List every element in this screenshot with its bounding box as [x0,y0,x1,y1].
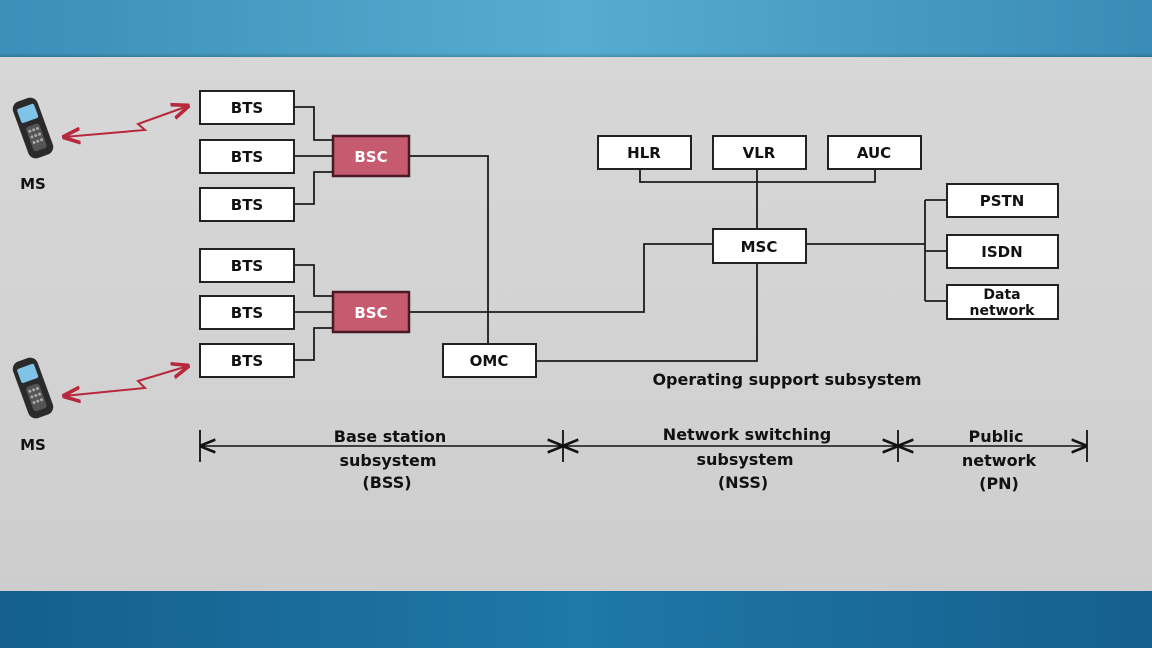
bts-node: BTS [199,295,295,330]
bsc-node: BSC [331,134,411,178]
svg-text:BTS: BTS [231,257,263,275]
svg-text:HLR: HLR [627,144,661,162]
svg-text:BTS: BTS [231,352,263,370]
svg-text:Data: Data [983,287,1020,303]
svg-text:BTS: BTS [231,99,263,117]
svg-text:AUC: AUC [857,144,891,162]
bottom-banner [0,591,1152,648]
auc-node: AUC [827,135,922,170]
svg-text:MSC: MSC [741,238,778,256]
ms-label: MS [20,175,46,193]
svg-text:(BSS): (BSS) [362,473,411,492]
msc-node: MSC [712,228,807,264]
mobile-phone-icon [12,97,54,159]
top-banner [0,0,1152,57]
svg-text:PSTN: PSTN [980,192,1025,210]
svg-text:(NSS): (NSS) [718,473,768,492]
svg-text:Network switching: Network switching [663,425,831,444]
bts-node: BTS [199,343,295,378]
svg-text:subsystem: subsystem [696,450,793,469]
svg-text:ISDN: ISDN [981,243,1022,261]
svg-text:BSC: BSC [354,304,387,322]
svg-text:subsystem: subsystem [339,451,436,470]
nss-caption: Network switching subsystem (NSS) [663,425,831,492]
svg-text:Base station: Base station [334,427,446,446]
svg-text:(PN): (PN) [979,474,1019,493]
svg-text:VLR: VLR [743,144,776,162]
bts-node: BTS [199,187,295,222]
svg-text:network: network [970,303,1036,319]
svg-text:BTS: BTS [231,148,263,166]
mobile-phone-icon [12,357,54,419]
omc-node: OMC [442,343,537,378]
bts-node: BTS [199,248,295,283]
pn-caption: Public network (PN) [962,427,1037,493]
svg-text:BSC: BSC [354,148,387,166]
bts-node: BTS [199,90,295,125]
connection-lines [294,106,947,362]
bts-node: BTS [199,139,295,174]
svg-text:BTS: BTS [231,304,263,322]
ms-label: MS [20,436,46,454]
hlr-node: HLR [597,135,692,170]
oss-label: Operating support subsystem [652,370,921,389]
svg-text:Public: Public [968,427,1023,446]
data-network-node: Data network [946,284,1059,320]
vlr-node: VLR [712,135,807,170]
bsc-node: BSC [331,290,411,334]
svg-text:BTS: BTS [231,196,263,214]
bss-caption: Base station subsystem (BSS) [334,427,446,492]
diagram-panel [0,57,1152,591]
isdn-node: ISDN [946,234,1059,269]
svg-text:OMC: OMC [470,352,509,370]
pstn-node: PSTN [946,183,1059,218]
subsystem-dimension-lines [199,430,1088,462]
svg-text:network: network [962,451,1037,470]
radio-links [64,106,188,396]
